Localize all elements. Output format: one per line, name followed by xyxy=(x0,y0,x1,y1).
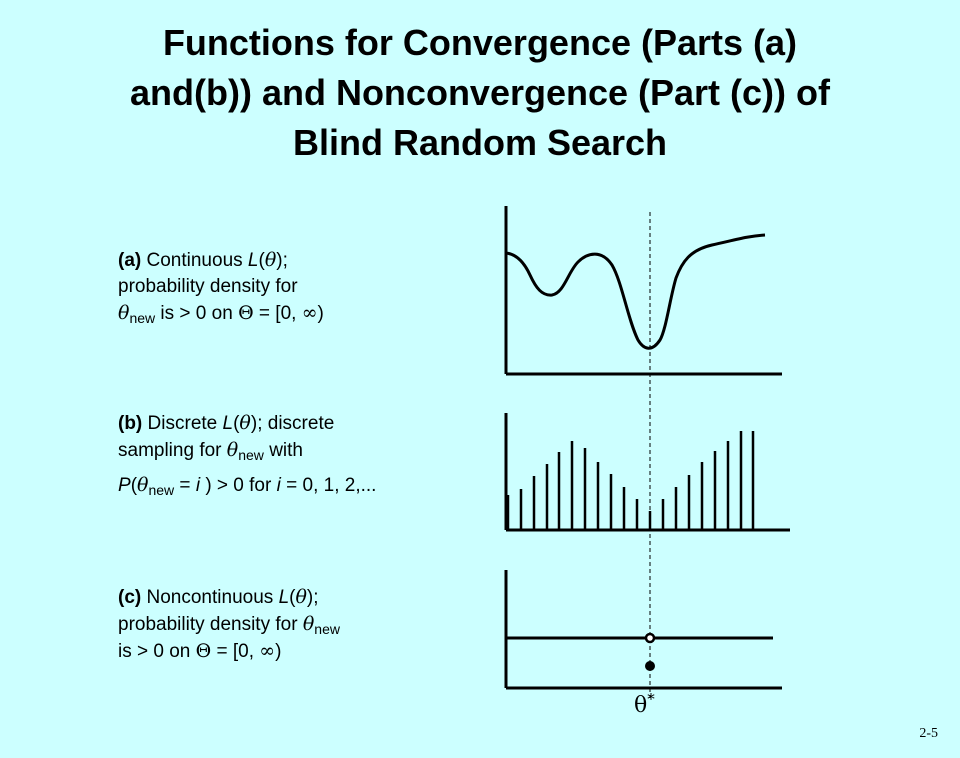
theta-star-label: θ* xyxy=(634,690,655,719)
panel-c-description: (c) Noncontinuous L(θ); probability dens… xyxy=(118,584,340,665)
panel-c-line-2: probability density for θnew xyxy=(118,611,340,638)
panel-c-theta-2: θ xyxy=(302,613,315,635)
panel-b-theta: θ xyxy=(239,412,251,434)
graph-a-loss-curve xyxy=(505,233,766,350)
panel-a-loss-symbol: L xyxy=(247,250,259,271)
slide-title: Functions for Convergence (Parts (a) and… xyxy=(0,18,960,168)
panel-c-tag: (c) xyxy=(118,587,142,608)
title-line-3: Blind Random Search xyxy=(292,122,668,163)
panel-b-sub-3: new xyxy=(148,482,175,498)
panel-b-text-2a: sampling for xyxy=(118,440,227,461)
panel-a-text: Continuous xyxy=(141,250,248,271)
panel-a-theta-new: θ xyxy=(118,302,130,324)
panel-c-infinity: ∞ xyxy=(259,640,276,662)
graph-c-filled-point xyxy=(645,661,655,671)
panel-b-line-3: P(θnew = i ) > 0 for i = 0, 1, 2,... xyxy=(118,472,376,499)
panel-a-capital-theta: Θ xyxy=(238,302,254,324)
panel-a-description: (a) Continuous L(θ); probability density… xyxy=(118,247,324,327)
panel-b-index-1: i xyxy=(195,475,201,496)
panel-a-tag: (a) xyxy=(118,250,142,271)
panel-a-line-2: probability density for xyxy=(118,276,298,297)
panel-a-line-3: θnew is > 0 on Θ = [0, ∞) xyxy=(118,300,324,327)
panel-c-text-3b: = [0, xyxy=(211,641,260,662)
panel-b-theta-3: θ xyxy=(137,474,149,496)
panel-a-paren: ( xyxy=(258,250,265,271)
panel-a-line-1: (a) Continuous L(θ); xyxy=(118,247,324,274)
panel-c-text-3c: ) xyxy=(275,641,282,662)
panel-b-text-3c: ) > 0 for xyxy=(200,475,277,496)
graph-a xyxy=(504,206,782,376)
panel-b-tag: (b) xyxy=(118,413,143,434)
theta-star-symbol: θ xyxy=(634,693,648,718)
panel-c-text: Noncontinuous xyxy=(141,587,279,608)
panel-c-sub-2: new xyxy=(314,621,340,637)
panel-c-theta: θ xyxy=(295,586,307,608)
panel-c-line-1: (c) Noncontinuous L(θ); xyxy=(118,584,340,611)
panel-b-theta-2: θ xyxy=(226,439,239,461)
theta-star-superscript: * xyxy=(647,690,655,708)
panel-b-text-3b: = xyxy=(174,475,196,496)
panel-b-text: Discrete xyxy=(142,413,223,434)
panel-a-text-3: is > 0 on xyxy=(155,303,239,324)
panel-a-theta: θ xyxy=(264,249,277,271)
graph-b-stems xyxy=(506,431,755,530)
panel-b-sub-2: new xyxy=(238,447,264,463)
panel-c-capital-theta: Θ xyxy=(195,640,212,662)
panel-b-index-2: i xyxy=(276,475,281,496)
panel-b-line-2: sampling for θnew with xyxy=(118,437,376,464)
panel-b-text-3d: = 0, 1, 2,... xyxy=(280,475,377,496)
panel-a-paren-close: ); xyxy=(276,250,288,271)
panel-b-paren-close: ); discrete xyxy=(250,413,335,434)
panel-c-paren-close: ); xyxy=(306,587,319,608)
panel-b-paren: ( xyxy=(233,413,240,434)
panel-b-prob-symbol: P xyxy=(118,475,131,496)
panel-a-text-4: = [0, xyxy=(253,303,302,324)
title-line-2: and(b)) and Nonconvergence (Part (c)) of xyxy=(129,72,831,113)
title-line-1: Functions for Convergence (Parts (a) xyxy=(162,22,798,63)
panel-b-text-2b: with xyxy=(263,440,303,461)
panel-b-text-3a: ( xyxy=(130,475,138,496)
graph-b xyxy=(504,413,790,532)
slide-number: 2-5 xyxy=(919,726,938,741)
panel-a-sub-new: new xyxy=(129,310,156,326)
panel-c-paren: ( xyxy=(289,587,296,608)
panel-b-description: (b) Discrete L(θ); discrete sampling for… xyxy=(118,410,376,499)
panel-c-loss-symbol: L xyxy=(278,587,290,608)
panel-c-line-3: is > 0 on Θ = [0, ∞) xyxy=(118,638,340,665)
graph-c-open-point xyxy=(644,632,656,644)
panel-b-line-1: (b) Discrete L(θ); discrete xyxy=(118,410,376,437)
panel-c-text-2a: probability density for xyxy=(118,614,303,635)
panel-a-infinity: ∞ xyxy=(301,302,318,324)
panel-b-loss-symbol: L xyxy=(222,413,234,434)
panel-c-text-3a: is > 0 on xyxy=(118,641,196,662)
graph-c xyxy=(504,570,782,690)
panel-a-text-5: ) xyxy=(317,303,324,324)
